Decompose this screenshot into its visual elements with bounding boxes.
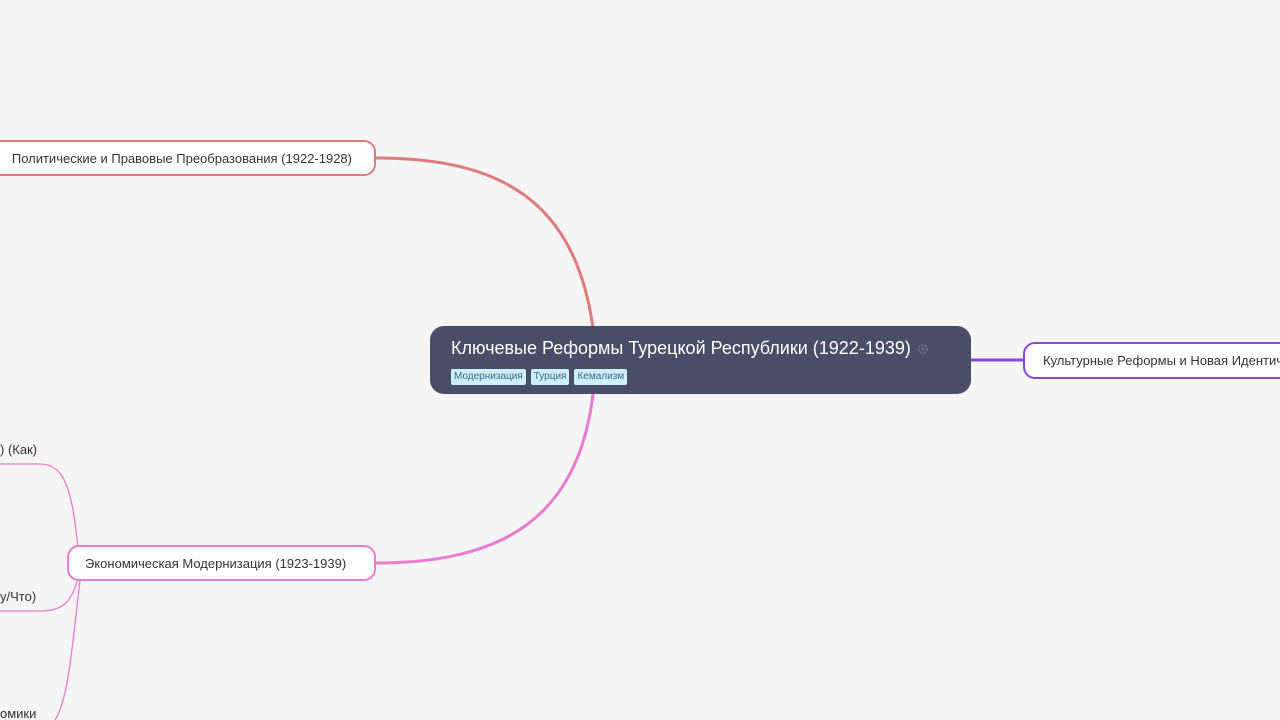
- branch-political-label: Политические и Правовые Преобразования (…: [11, 150, 352, 166]
- tag-kemalism[interactable]: Кемализм: [574, 369, 628, 385]
- leaf-node-what[interactable]: у/Что): [0, 589, 37, 604]
- connector-economic: [375, 393, 595, 565]
- tag-turkey[interactable]: Турция: [530, 369, 570, 385]
- branch-cultural-label: Культурные Реформы и Новая Идентичность: [1043, 353, 1280, 368]
- connector-leaf-1: [0, 463, 79, 549]
- connector-leaf-2: [0, 577, 79, 612]
- root-title-row: Ключевые Реформы Турецкой Республики (19…: [451, 336, 950, 360]
- branch-cultural-node[interactable]: Культурные Реформы и Новая Идентичность: [1023, 342, 1280, 379]
- root-tags: Модернизация Турция Кемализм: [451, 369, 950, 385]
- leaf-node-how[interactable]: ) (Как): [0, 442, 38, 457]
- tag-modernization[interactable]: Модернизация: [451, 369, 526, 385]
- branch-economic-node[interactable]: Экономическая Модернизация (1923-1939): [67, 545, 376, 581]
- branch-economic-label: Экономическая Модернизация (1923-1939): [85, 555, 347, 571]
- gear-icon[interactable]: [917, 342, 929, 355]
- branch-political-node[interactable]: Политические и Правовые Преобразования (…: [0, 140, 376, 176]
- connector-leaf-3: [54, 579, 81, 720]
- leaf-node-economy[interactable]: омики: [0, 706, 37, 720]
- root-node[interactable]: Ключевые Реформы Турецкой Республики (19…: [430, 326, 971, 394]
- root-title: Ключевые Реформы Турецкой Республики (19…: [451, 337, 911, 358]
- connector-political: [375, 156, 595, 329]
